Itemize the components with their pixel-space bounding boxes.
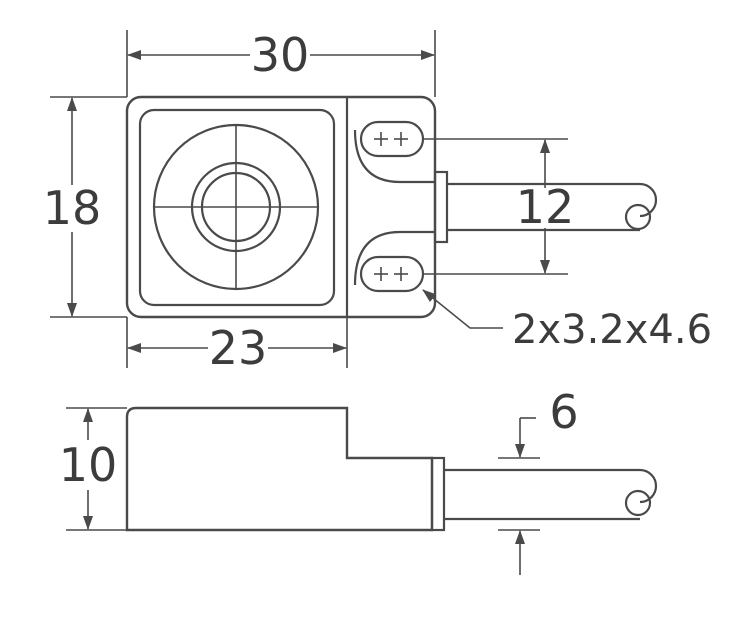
side-view: 10 6 — [59, 385, 658, 575]
dimension-cable-spacing: 12 — [516, 180, 575, 234]
dimension-cable-thickness: 6 — [549, 385, 578, 439]
dimension-face-width: 23 — [209, 321, 268, 375]
sensing-face — [138, 108, 336, 307]
top-view: 30 18 23 12 2x3.2x4.6 — [43, 28, 712, 375]
dimension-height-total: 18 — [43, 181, 102, 235]
cable-gland-side — [430, 456, 446, 532]
cable-top — [447, 182, 658, 232]
coil-symbol-icon — [152, 123, 320, 291]
cable-side — [444, 468, 658, 521]
cable-gland-top — [433, 170, 449, 244]
dimension-side-height: 10 — [59, 438, 118, 492]
dimension-mounting-holes: 2x3.2x4.6 — [512, 307, 712, 353]
dimension-width-total: 30 — [251, 28, 310, 82]
sensor-housing-side — [125, 406, 434, 532]
